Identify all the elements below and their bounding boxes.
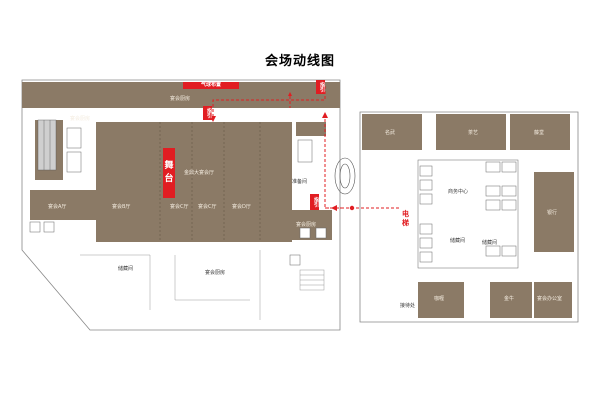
label-kitchen-right: 宴会厨房	[296, 222, 317, 228]
business-core	[417, 159, 519, 269]
left-room-lower	[30, 190, 96, 220]
service-lines	[80, 250, 325, 320]
label-manager: 宴会办公室	[537, 296, 563, 302]
label-storage-right: 储藏间	[482, 240, 498, 246]
right-room-a	[296, 122, 326, 136]
lift-left	[29, 127, 82, 233]
elevator-label-bottom: 梯	[402, 219, 409, 227]
hall-dividers	[159, 122, 261, 242]
guide-tag-mid: 指引	[203, 106, 212, 120]
label-kitchen-bottom: 宴会厨房	[205, 270, 226, 276]
label-prep-room: 准备间	[292, 179, 308, 185]
guide-tag-right: 指引	[310, 194, 319, 210]
label-shop-d: 咖喱	[434, 296, 445, 302]
label-bank: 银行	[547, 210, 558, 216]
shop-b	[436, 114, 506, 150]
label-hall-b: 宴会B厅	[112, 204, 131, 210]
spiral-stair	[334, 157, 356, 195]
label-kitchen-top: 宴会厨房	[170, 96, 191, 102]
label-grand-hall: 金鼎大宴会厅	[184, 170, 215, 176]
stage-label-top: 舞	[164, 161, 174, 171]
label-business-center: 商务中心	[448, 189, 469, 195]
label-side-room: 接待处	[400, 303, 416, 309]
balloon-tag: 气球布置	[183, 82, 239, 89]
manager-room	[534, 282, 572, 318]
label-hall-d: 宴会D厅	[232, 204, 251, 210]
elevator-label-top: 电	[402, 210, 409, 218]
guide-tag-top: 指引	[316, 80, 325, 94]
label-shop-e: 金牛	[504, 296, 515, 302]
label-storage: 储藏间	[118, 266, 134, 272]
elevator-label: 电 梯	[402, 210, 409, 228]
lift-right	[297, 139, 327, 239]
label-shop-c: 藤堂	[534, 130, 545, 136]
stage: 舞 台	[163, 148, 175, 198]
shop-a	[362, 114, 422, 150]
escalator-left	[37, 119, 57, 171]
top-hall	[22, 82, 340, 108]
banquet-block	[96, 122, 292, 242]
shop-e	[490, 282, 532, 318]
label-kitchen-left: 宴会厨房	[70, 116, 91, 122]
label-hall-a: 宴会A厅	[48, 204, 67, 210]
label-hall-c: 宴会C厅	[170, 204, 189, 210]
shop-d	[418, 282, 464, 318]
label-shop-b: 茶艺	[468, 130, 479, 136]
bank	[534, 172, 574, 252]
map-title: 会场动线图	[264, 54, 335, 69]
shop-c	[510, 114, 570, 150]
label-hall-cc: 宴会C厅	[198, 204, 217, 210]
label-store-room: 储藏间	[450, 238, 466, 244]
label-shop-a: 名武	[385, 130, 396, 136]
stage-label-bottom: 台	[164, 174, 174, 184]
